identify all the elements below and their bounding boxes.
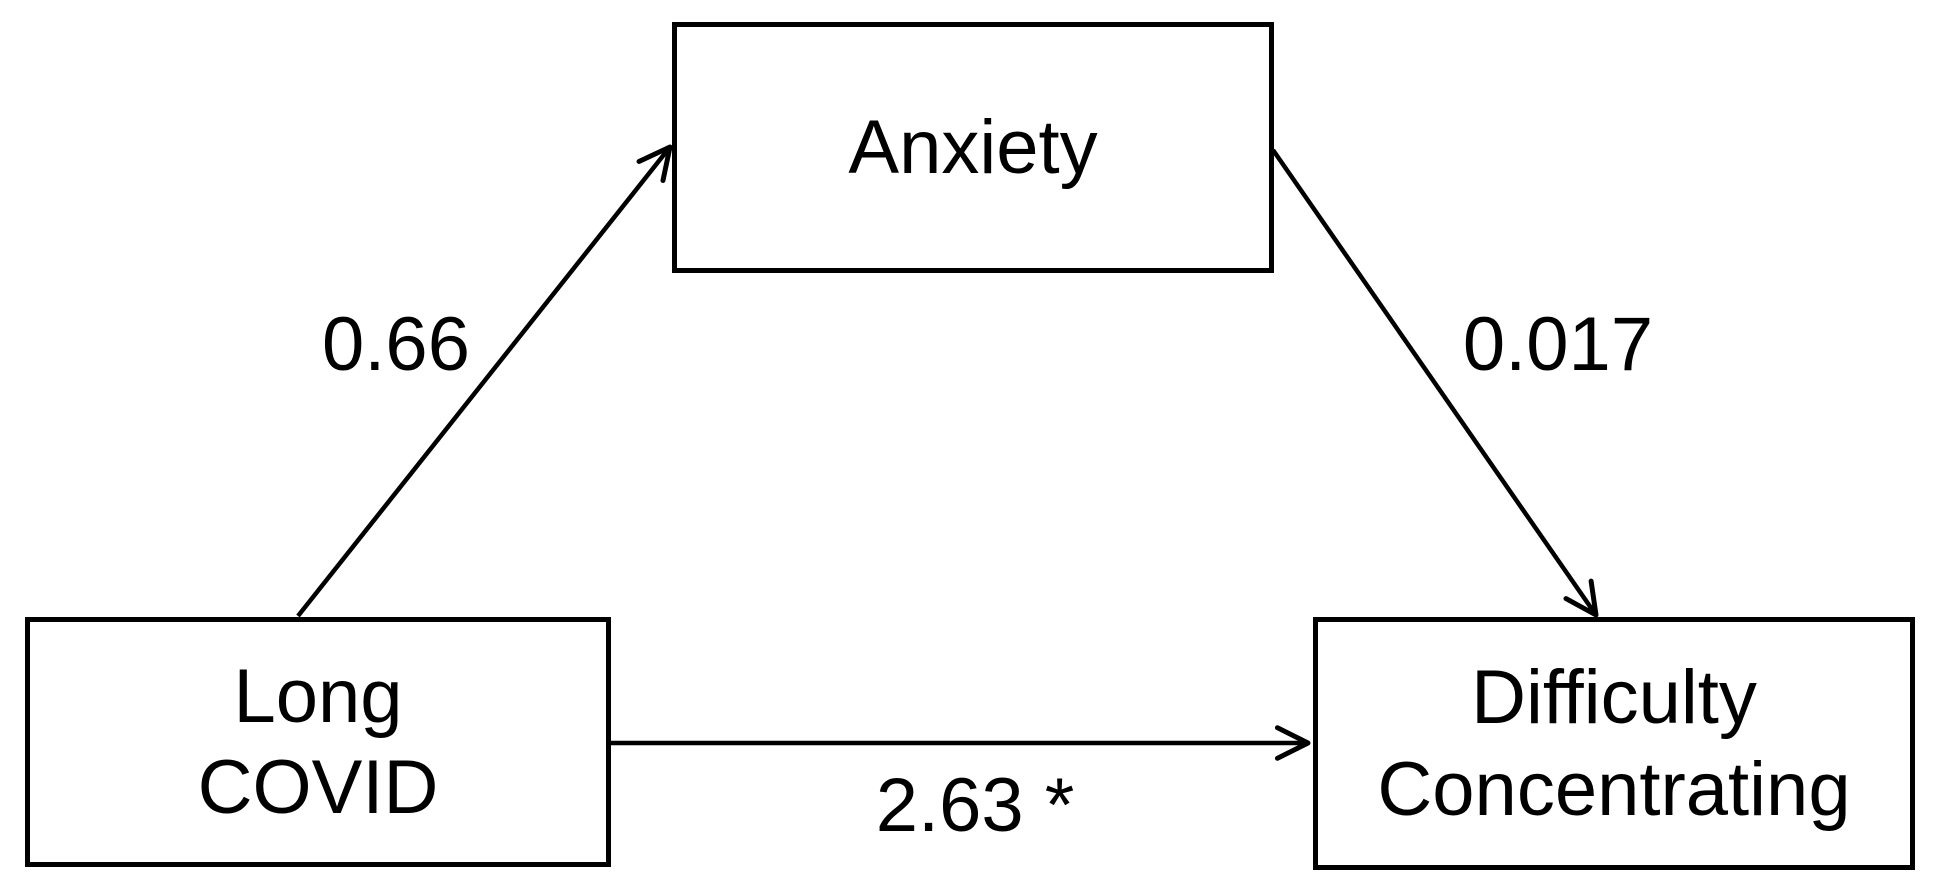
path-coefficient-long-covid-to-difficulty-concentrating: 2.63 * [875,763,1075,848]
node-long-covid: Long COVID [25,617,611,867]
path-coefficient-long-covid-to-anxiety: 0.66 [322,302,470,387]
node-anxiety: Anxiety [672,22,1274,273]
node-anxiety-label: Anxiety [848,104,1098,190]
arrow-anxiety-to-difficulty-concentrating [1271,148,1599,618]
node-difficulty-concentrating: Difficulty Concentrating [1313,617,1915,870]
node-long-covid-label: Long COVID [197,653,439,830]
arrow-long-covid-to-anxiety [296,144,673,618]
path-coefficient-anxiety-to-difficulty-concentrating: 0.017 [1462,302,1654,387]
node-difficulty-concentrating-label: Difficulty Concentrating [1377,655,1851,832]
